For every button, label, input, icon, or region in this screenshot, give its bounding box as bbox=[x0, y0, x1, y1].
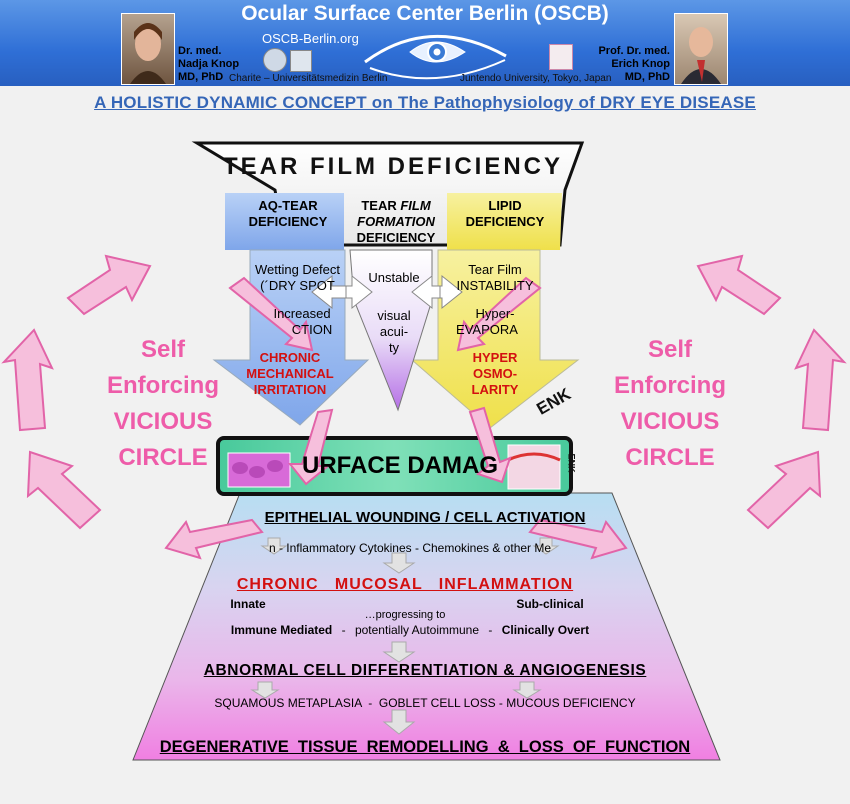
circle-left-line1: Self bbox=[140, 336, 185, 363]
right-doctor-name: Erich Knop bbox=[611, 58, 670, 70]
charite-logo bbox=[263, 48, 287, 72]
aq-tear-deficiency: AQ-TEAR DEFICIENCY bbox=[233, 198, 343, 230]
hyper-osmo-text-2: OSMO- bbox=[472, 366, 518, 381]
instability-text: INSTABILITY bbox=[456, 278, 534, 293]
mechanical-text: MECHANICAL bbox=[246, 366, 334, 381]
circle-left-line4: CIRCLE bbox=[118, 444, 208, 471]
aq-line2: DEFICIENCY bbox=[248, 214, 328, 229]
header-banner: Ocular Surface Center Berlin (OSCB) Dr. … bbox=[0, 0, 850, 86]
lipid-line1: LIPID bbox=[488, 198, 522, 213]
diagram-subtitle: A HOLISTIC DYNAMIC CONCEPT on The Pathop… bbox=[94, 93, 756, 112]
progressing-text: …progressing to bbox=[364, 609, 446, 621]
chronic-text: CHRONIC bbox=[259, 350, 321, 365]
immune-line: Immune Mediated - potentially Autoimmune… bbox=[190, 623, 630, 637]
hyper-osmo-text-1: HYPER bbox=[472, 350, 518, 365]
hyper-osmo-text-3: LARITY bbox=[471, 382, 519, 397]
website-link[interactable]: OSCB-Berlin.org bbox=[262, 31, 359, 46]
dry-spot-text: (´DRY SPOT bbox=[260, 278, 335, 293]
acuity-text-1: acui- bbox=[379, 324, 409, 339]
tear-film-formation-deficiency: TEAR FILM FORMATION DEFICIENCY bbox=[342, 198, 450, 246]
circle-left-line2: Enforcing bbox=[107, 372, 219, 399]
left-doctor-name: Nadja Knop bbox=[178, 58, 240, 70]
increased-text: Increased bbox=[273, 306, 331, 321]
epithelial-wounding: EPITHELIAL WOUNDING / CELL ACTIVATION bbox=[264, 509, 586, 526]
circle-right-line4: CIRCLE bbox=[625, 444, 715, 471]
subclinical-text: Sub-clinical bbox=[516, 597, 584, 611]
eye-logo-icon bbox=[364, 34, 507, 80]
wetting-defect-text: Wetting Defect bbox=[254, 262, 341, 277]
circle-right-line3: VICIOUS bbox=[620, 408, 720, 435]
left-doctor-photo bbox=[121, 13, 175, 85]
formation-line2: FORMATION bbox=[357, 214, 435, 229]
circle-right-line2: Enforcing bbox=[614, 372, 726, 399]
right-doctor-title: Prof. Dr. med. bbox=[598, 45, 670, 57]
vicious-circle-right: Self Enforcing VICIOUS CIRCLE bbox=[585, 332, 755, 476]
unstable-text: Unstable bbox=[368, 270, 420, 285]
squamous-metaplasia-text: SQUAMOUS METAPLASIA - GOBLET CELL LOSS -… bbox=[214, 696, 636, 710]
institute-logo bbox=[290, 50, 312, 72]
acuity-text-2: ty bbox=[388, 340, 400, 355]
innate-text: Innate bbox=[230, 597, 266, 611]
tear-film-text: Tear Film bbox=[468, 262, 522, 277]
lipid-line2: DEFICIENCY bbox=[465, 214, 545, 229]
tear-film-heading: TEAR FILM DEFICIENCY bbox=[223, 153, 563, 180]
left-doctor-degree: MD, PhD bbox=[178, 71, 224, 83]
formation-line3: DEFICIENCY bbox=[356, 230, 436, 245]
circle-left-line3: VICIOUS bbox=[113, 408, 213, 435]
surface-damage-label: URFACE DAMAG bbox=[302, 452, 498, 479]
chronic-mucosal-inflammation: CHRONIC MUCOSAL INFLAMMATION bbox=[236, 576, 574, 593]
visual-text: visual bbox=[377, 308, 411, 323]
right-doctor-photo bbox=[674, 13, 728, 85]
formation-tear: TEAR bbox=[361, 198, 397, 213]
lipid-deficiency: LIPID DEFICIENCY bbox=[450, 198, 560, 230]
evaporation-text: EVAPORA bbox=[456, 322, 518, 337]
left-doctor-title: Dr. med. bbox=[178, 45, 222, 57]
right-affiliation: Juntendo University, Tokyo, Japan bbox=[460, 73, 612, 84]
right-doctor-degree: MD, PhD bbox=[624, 71, 670, 83]
abnormal-differentiation: ABNORMAL CELL DIFFERENTIATION & ANGIOGEN… bbox=[203, 662, 647, 679]
irritation-text: IRRITATION bbox=[253, 382, 327, 397]
hyper-text: Hyper- bbox=[475, 306, 515, 321]
vicious-circle-left: Self Enforcing VICIOUS CIRCLE bbox=[78, 332, 248, 476]
degenerative-remodelling: DEGENERATIVE TISSUE REMODELLING & LOSS O… bbox=[159, 738, 691, 756]
aq-line1: AQ-TEAR bbox=[258, 198, 318, 213]
formation-line1: TEAR FILM bbox=[342, 198, 450, 214]
formation-film: FILM bbox=[400, 198, 431, 213]
cytokines-text: n - Inflammatory Cytokines - Chemokines … bbox=[268, 541, 552, 555]
juntendo-logo bbox=[549, 44, 573, 70]
circle-right-line1: Self bbox=[647, 336, 692, 363]
dash-2: - bbox=[488, 623, 493, 637]
dash-1: - bbox=[341, 623, 346, 637]
left-affiliation: Charite – Universitätsmedizin Berlin bbox=[229, 73, 388, 84]
enk-label-vertical: ENK bbox=[566, 453, 577, 473]
right-doctor-info: Prof. Dr. med. Erich Knop MD, PhD bbox=[598, 45, 670, 84]
center-title: Ocular Surface Center Berlin (OSCB) bbox=[241, 2, 609, 25]
left-doctor-info: Dr. med. Nadja Knop MD, PhD bbox=[178, 45, 239, 84]
immune-mediated-text: Immune Mediated bbox=[230, 623, 333, 637]
friction-text: CTION bbox=[291, 322, 333, 337]
autoimmune-text: potentially Autoimmune bbox=[354, 623, 480, 637]
clinically-overt-text: Clinically Overt bbox=[501, 623, 590, 637]
